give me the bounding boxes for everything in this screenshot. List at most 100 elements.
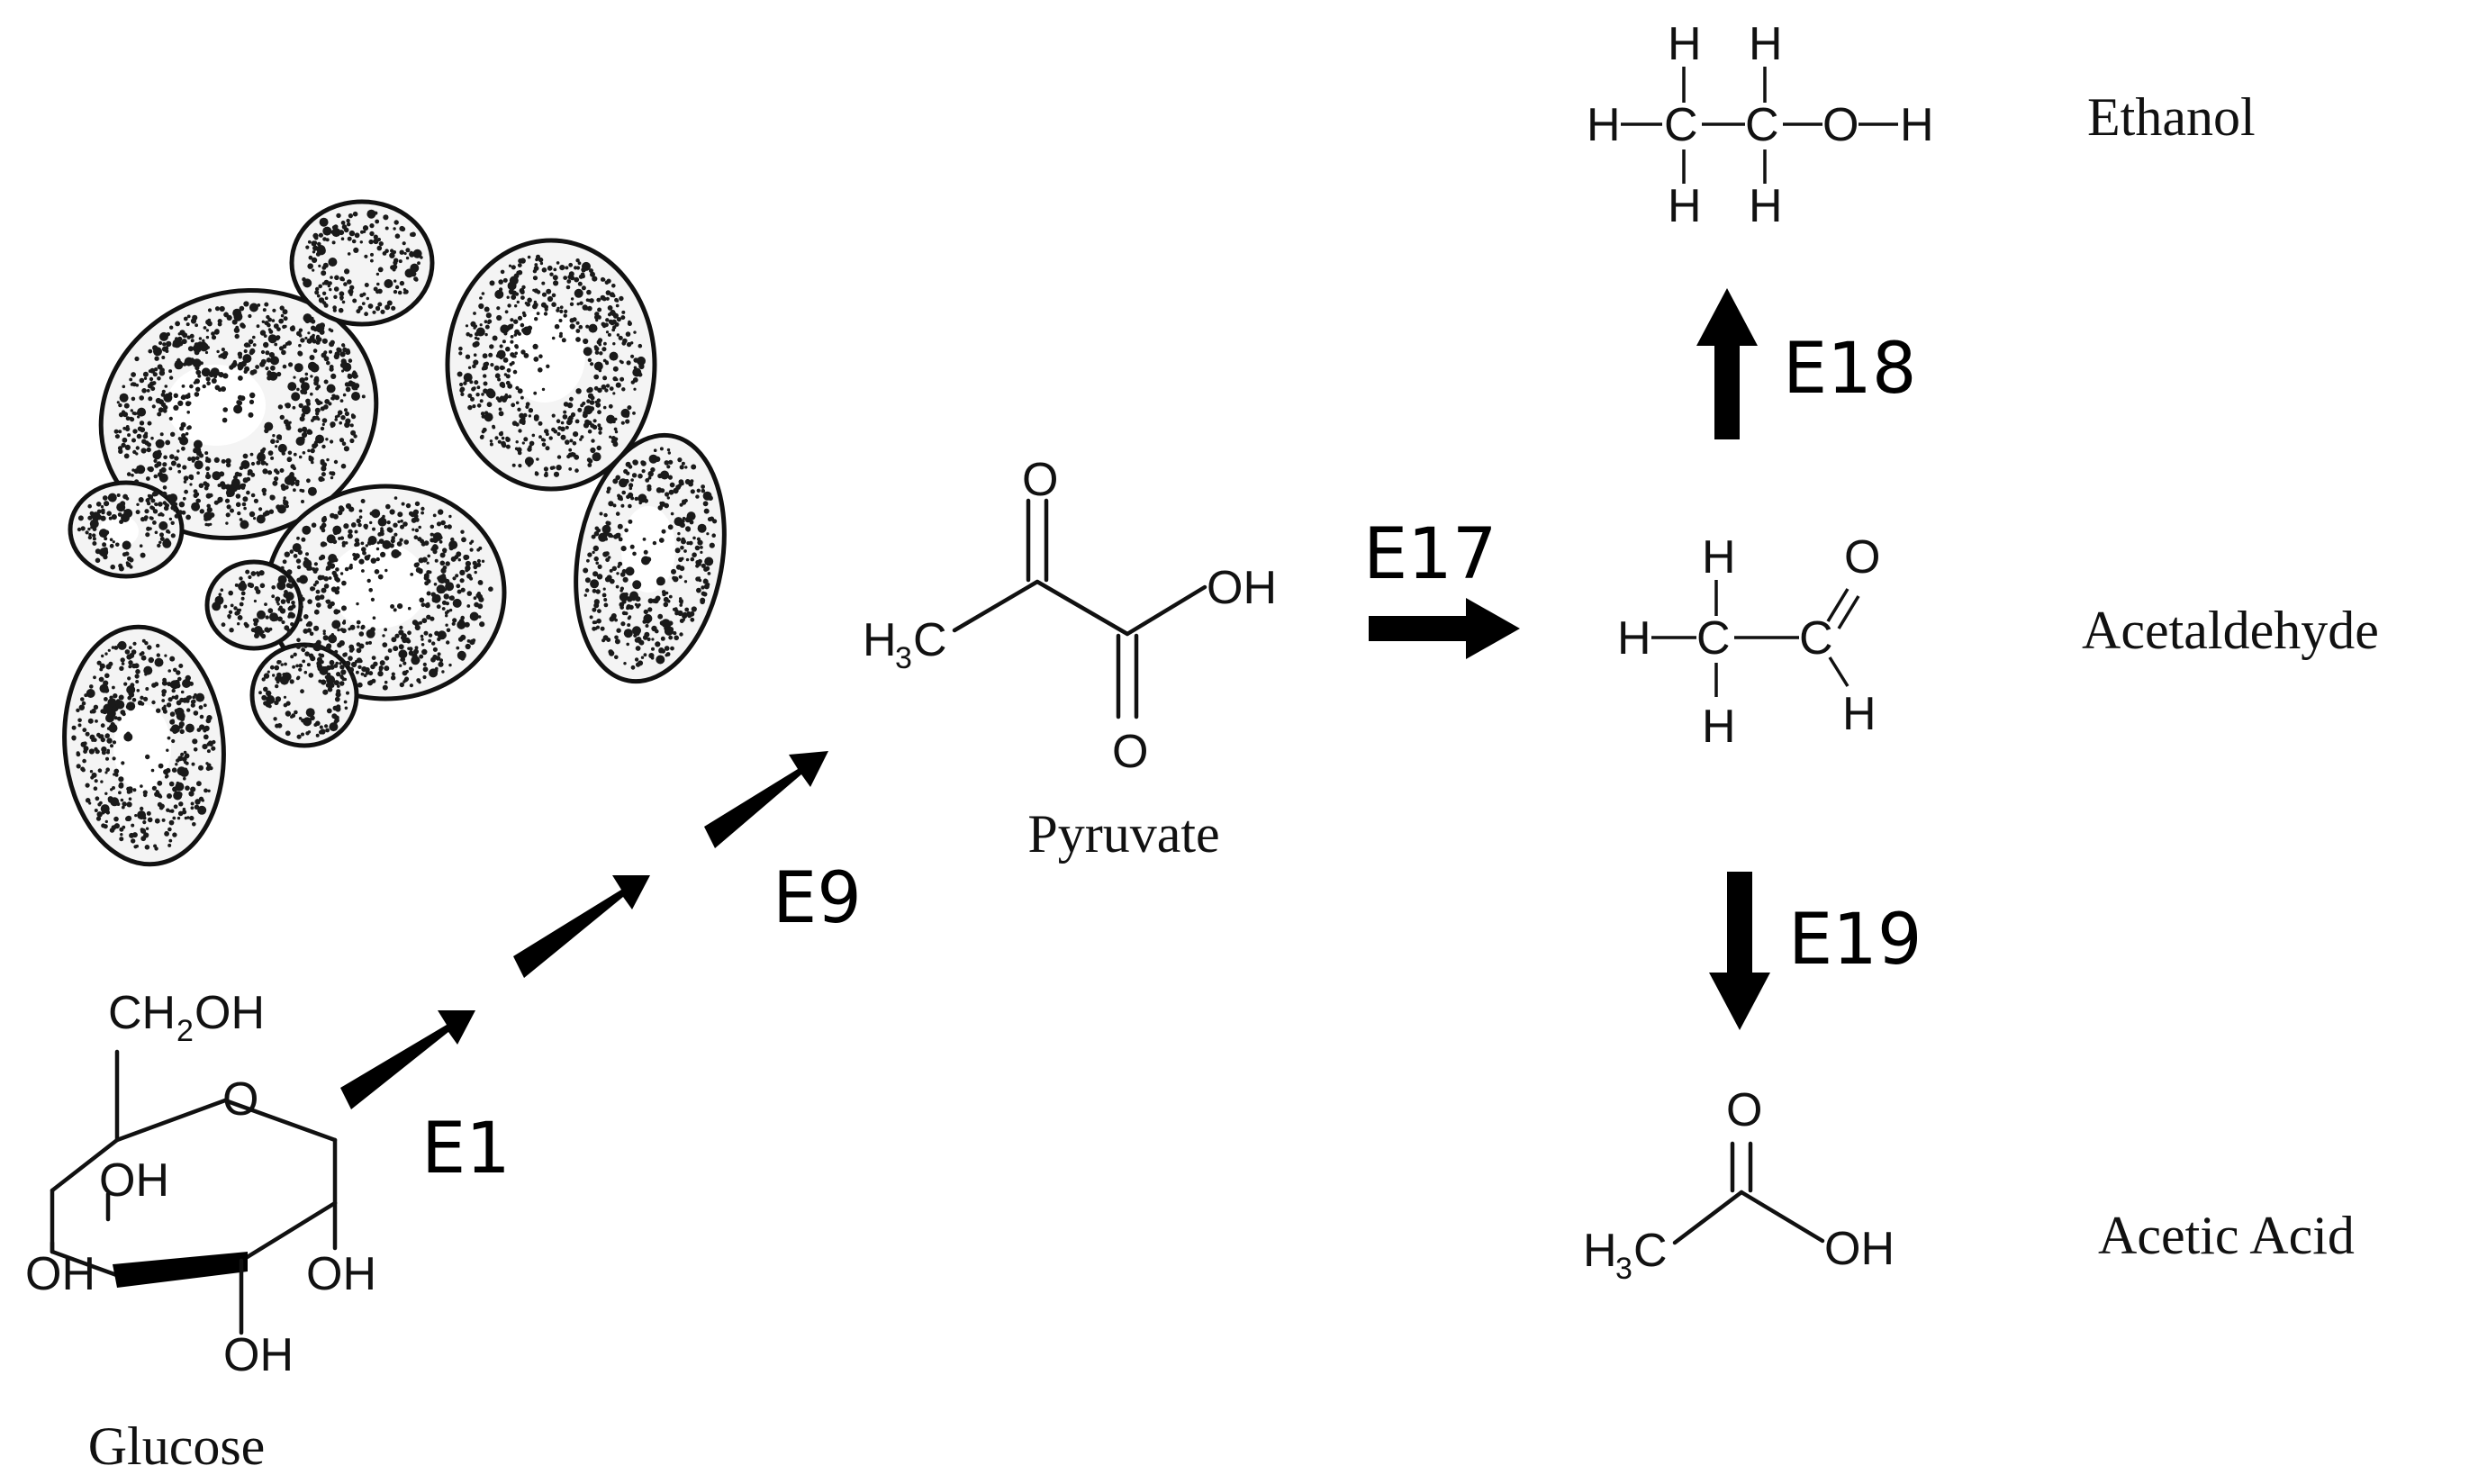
stipple-dot — [592, 419, 597, 423]
stipple-dot — [598, 426, 603, 431]
stipple-dot — [516, 300, 520, 304]
stipple-dot — [536, 457, 539, 461]
stipple-dot — [471, 387, 475, 392]
stipple-dot — [560, 421, 565, 425]
stipple-dot — [190, 786, 196, 792]
stipple-dot — [488, 353, 493, 357]
stipple-dot — [123, 732, 133, 742]
stipple-dot — [538, 367, 543, 373]
stipple-dot — [238, 582, 248, 592]
stipple-dot — [264, 602, 267, 606]
stipple-dot — [533, 302, 538, 308]
ethanol-h-top1: H — [1668, 18, 1702, 70]
stipple-dot — [334, 418, 339, 421]
ethanol-structure: H C H H C H H O H Ethanol — [1587, 18, 2256, 232]
stipple-dot — [509, 362, 513, 366]
stipple-dot — [694, 545, 701, 551]
stipple-dot — [551, 293, 556, 298]
stipple-dot — [344, 411, 349, 417]
stipple-dot — [178, 721, 185, 728]
stipple-dot — [597, 423, 601, 428]
stipple-dot — [331, 620, 341, 629]
stipple-dot — [254, 585, 259, 592]
stipple-dot — [515, 385, 520, 390]
stipple-dot — [151, 404, 156, 409]
glycolysis-arrows: E1 E9 — [340, 751, 862, 1190]
stipple-dot — [143, 665, 153, 675]
stipple-dot — [490, 363, 494, 367]
stipple-dot — [553, 280, 559, 286]
stipple-dot — [243, 506, 247, 511]
stipple-dot — [384, 628, 387, 632]
stipple-dot — [282, 559, 287, 565]
stipple-dot — [516, 447, 522, 453]
stipple-dot — [278, 346, 285, 351]
stipple-dot — [325, 645, 331, 651]
stipple-dot — [341, 605, 347, 611]
stipple-dot — [386, 527, 393, 532]
stipple-dot — [77, 723, 82, 728]
stipple-dot — [301, 500, 304, 503]
stipple-dot — [244, 357, 250, 363]
stipple-dot — [152, 509, 158, 514]
stipple-dot — [655, 629, 659, 634]
stipple-dot — [410, 573, 414, 576]
stipple-dot — [697, 539, 703, 546]
stipple-dot — [208, 371, 215, 378]
stipple-dot — [207, 321, 213, 327]
stipple-dot — [521, 311, 526, 315]
stipple-dot — [506, 367, 511, 373]
stipple-dot — [456, 584, 461, 589]
stipple-dot — [540, 302, 547, 308]
stipple-dot — [402, 670, 408, 676]
stipple-dot — [521, 285, 526, 290]
stipple-dot — [100, 780, 104, 783]
stipple-dot — [168, 416, 173, 421]
stipple-dot — [122, 385, 126, 389]
stipple-dot — [166, 332, 170, 337]
stipple-dot — [399, 664, 402, 667]
stipple-dot — [536, 290, 541, 294]
stipple-dot — [326, 708, 332, 714]
stipple-dot — [145, 532, 150, 538]
stipple-dot — [429, 668, 439, 678]
stipple-dot — [592, 452, 601, 462]
stipple-dot — [628, 519, 633, 524]
stipple-dot — [219, 471, 225, 477]
stipple-dot — [135, 384, 140, 387]
stipple-dot — [221, 622, 226, 628]
stipple-dot — [502, 442, 507, 448]
stipple-dot — [199, 714, 204, 719]
stipple-dot — [176, 670, 181, 675]
stipple-dot — [360, 624, 366, 629]
stipple-dot — [338, 537, 341, 540]
stipple-dot — [321, 444, 326, 449]
stipple-dot — [158, 763, 164, 769]
stipple-dot — [474, 336, 478, 340]
stipple-dot — [568, 262, 574, 267]
stipple-dot — [633, 378, 637, 382]
stipple-dot — [157, 780, 163, 786]
stipple-dot — [440, 574, 447, 579]
stipple-dot — [557, 426, 562, 430]
stipple-dot — [222, 417, 228, 423]
stipple-dot — [554, 323, 560, 330]
stipple-dot — [243, 348, 248, 354]
stipple-dot — [113, 646, 119, 650]
stipple-dot — [161, 689, 167, 694]
stipple-dot — [329, 722, 339, 732]
stipple-dot — [298, 333, 303, 338]
stipple-dot — [594, 526, 600, 531]
stipple-dot — [369, 520, 373, 525]
stipple-dot — [688, 481, 693, 487]
stipple-dot — [271, 319, 276, 322]
stipple-dot — [440, 520, 446, 526]
stipple-dot — [331, 651, 337, 656]
stipple-dot — [333, 529, 338, 533]
stipple-dot — [272, 308, 276, 312]
stipple-dot — [377, 670, 384, 677]
stipple-dot — [668, 459, 674, 465]
stipple-dot — [578, 324, 583, 330]
stipple-dot — [546, 288, 552, 294]
stipple-dot — [140, 517, 146, 522]
